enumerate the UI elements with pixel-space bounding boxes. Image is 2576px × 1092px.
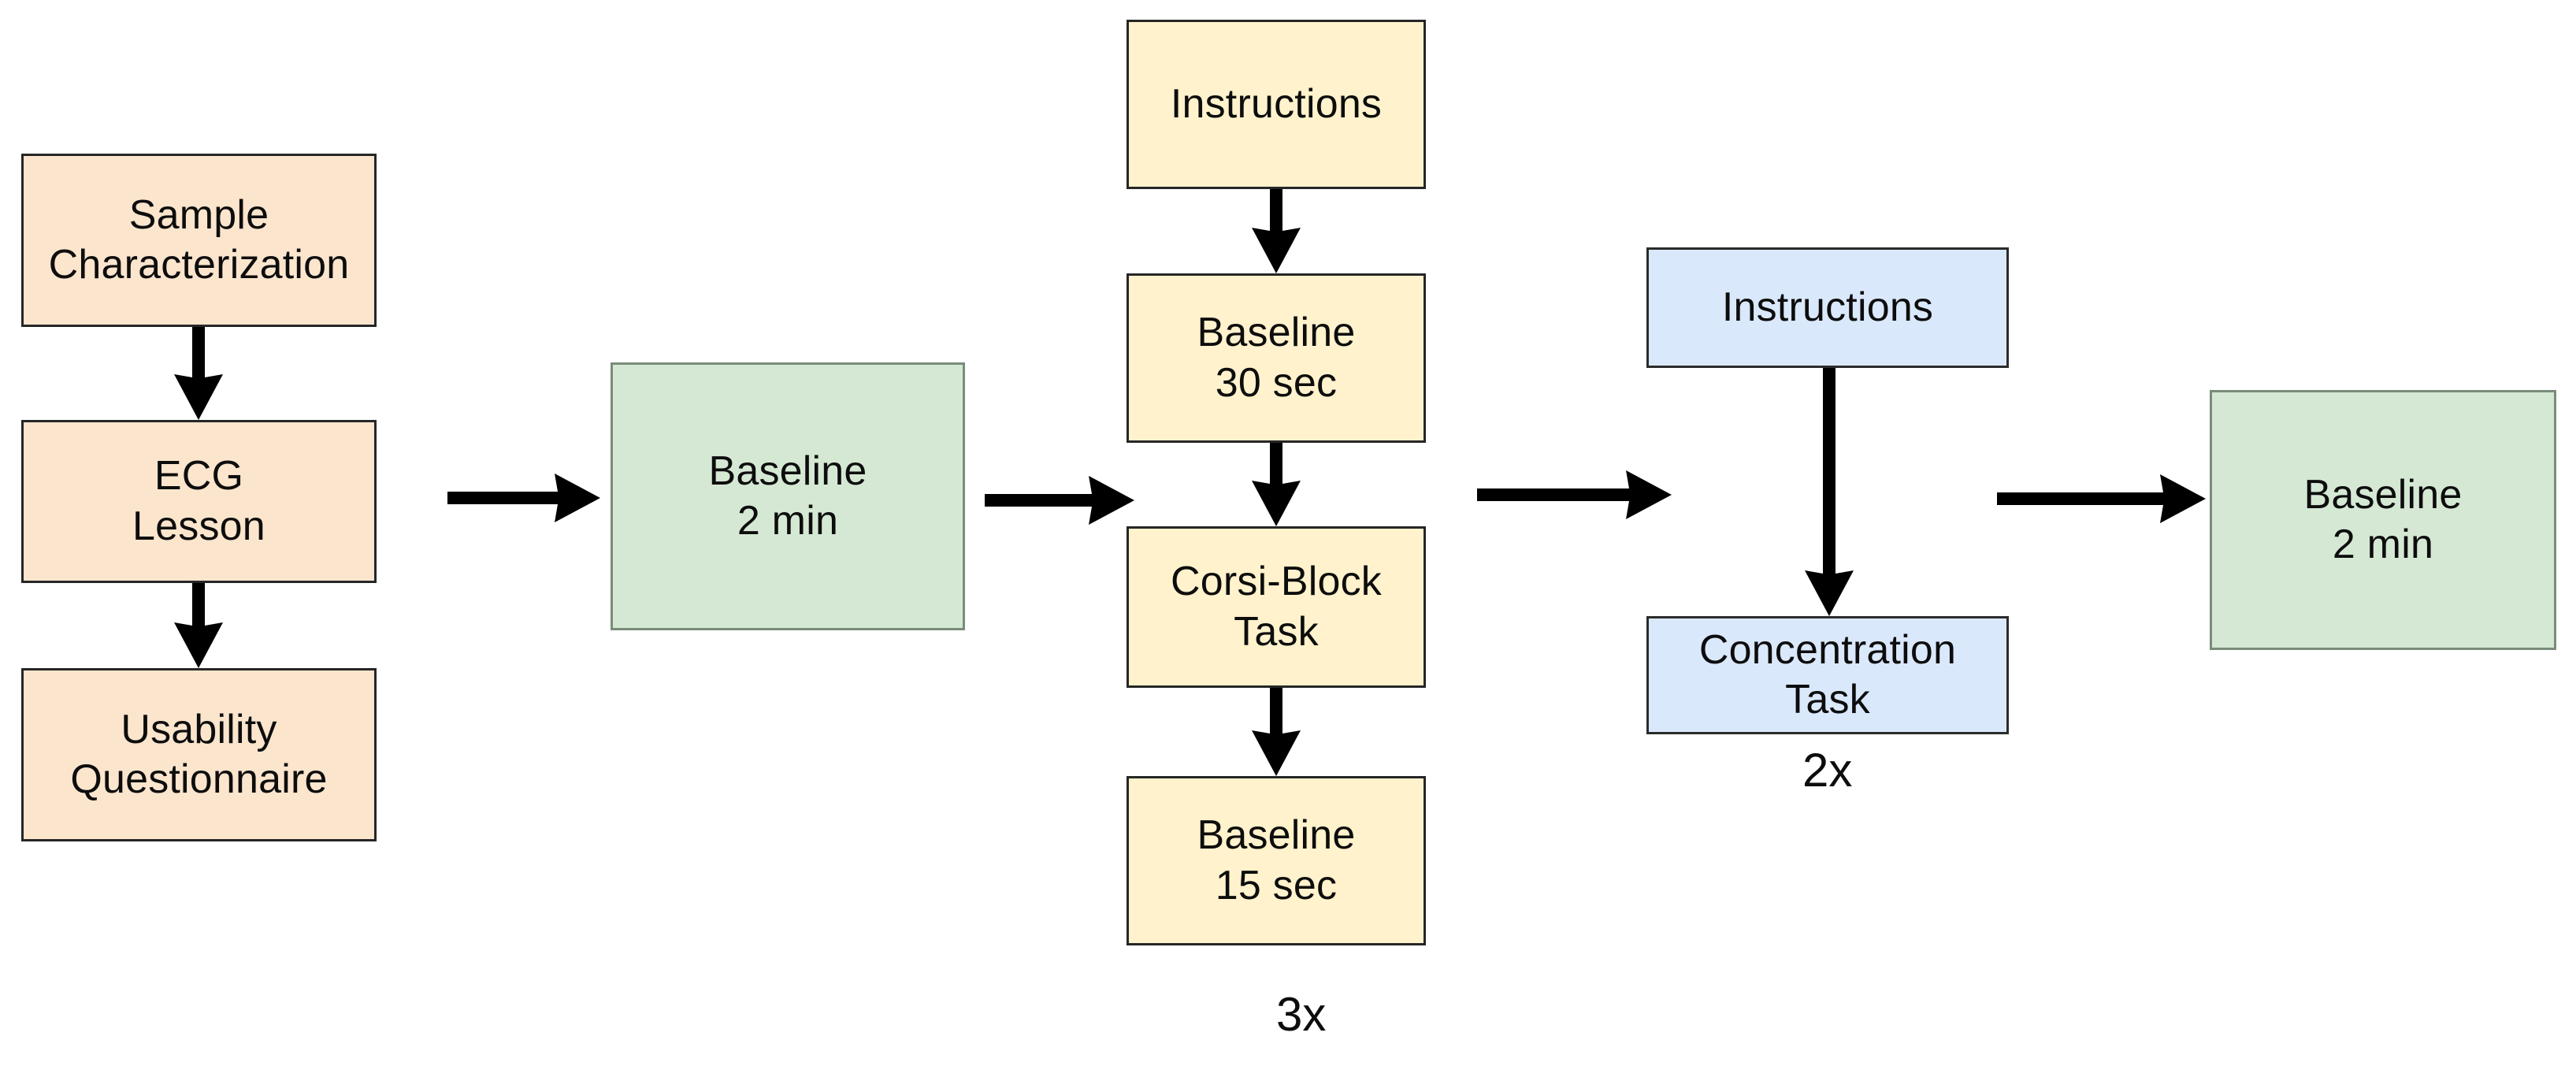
arrow-ecg-to-usability	[174, 583, 223, 668]
node-corsi-block-task[interactable]: Corsi-Block Task	[1127, 526, 1426, 688]
node-ecg-lesson[interactable]: ECG Lesson	[21, 420, 377, 583]
repetition-label-concentration-repetitions: 2x	[1802, 744, 1853, 797]
arrow-sample-to-ecg	[174, 327, 223, 420]
node-instructions-concentration[interactable]: Instructions	[1646, 247, 2009, 368]
node-usability-questionnaire[interactable]: Usability Questionnaire	[21, 668, 377, 841]
node-baseline-30sec[interactable]: Baseline 30 sec	[1127, 273, 1426, 443]
node-instructions-corsi[interactable]: Instructions	[1127, 20, 1426, 189]
node-baseline-2min-end[interactable]: Baseline 2 min	[2210, 390, 2556, 650]
arrow-baseline30-to-corsi	[1252, 443, 1301, 526]
node-concentration-task[interactable]: Concentration Task	[1646, 616, 2009, 734]
arrow-instructions-to-baseline30	[1252, 189, 1301, 273]
node-sample-characterization[interactable]: Sample Characterization	[21, 154, 377, 327]
node-baseline-15sec[interactable]: Baseline 15 sec	[1127, 776, 1426, 945]
repetition-label-corsi-repetitions: 3x	[1276, 988, 1327, 1041]
arrow-left-to-baseline-start	[447, 474, 600, 522]
arrow-corsi-to-baseline15	[1252, 688, 1301, 776]
arrow-corsi-group-to-concentration	[1477, 470, 1672, 519]
node-baseline-2min-start[interactable]: Baseline 2 min	[611, 362, 965, 630]
arrow-instructions-to-concentration	[1805, 368, 1854, 616]
arrow-concentration-to-baseline-end	[1997, 474, 2206, 523]
arrow-baseline-start-to-corsi-block	[985, 476, 1134, 525]
